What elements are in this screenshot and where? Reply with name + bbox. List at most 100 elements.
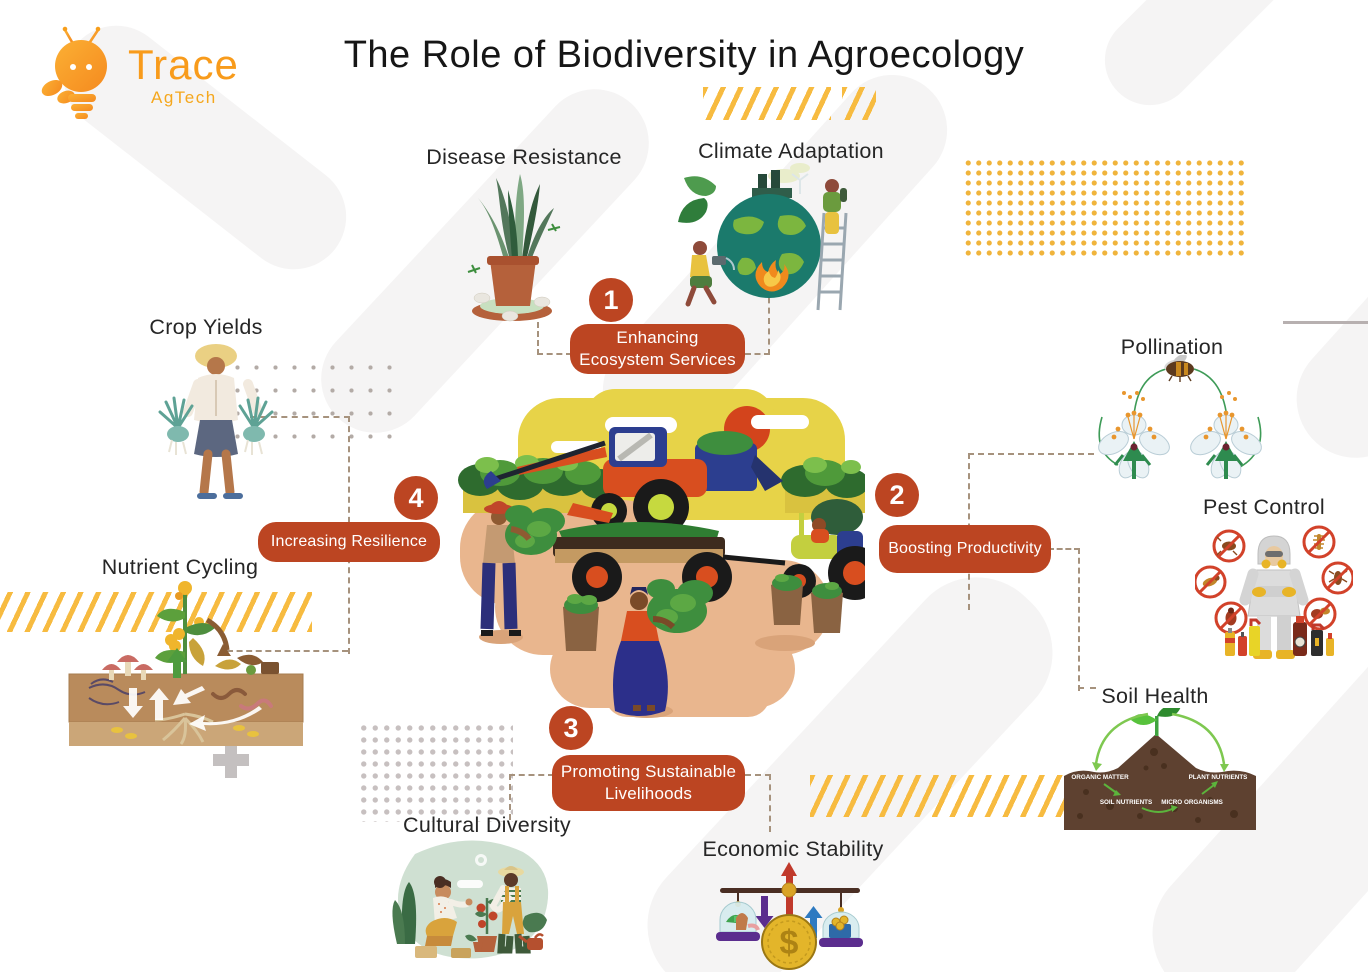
bee-icon — [41, 26, 107, 119]
climate-adaptation-illustration — [678, 163, 848, 311]
soil-health-illustration: ORGANIC MATTER PLANT NUTRIENTS SOIL NUTR… — [1064, 708, 1256, 830]
mycelium — [88, 678, 146, 706]
snake-plant-leaves — [478, 174, 554, 263]
decor-dot-grid — [963, 158, 1249, 256]
nutrient-cycling-illustration — [68, 581, 304, 746]
right-scale-pan — [819, 893, 863, 947]
down-arrow-purple — [755, 896, 774, 928]
worker-left — [479, 501, 565, 644]
soil-cycle-label: PLANT NUTRIENTS — [1189, 774, 1248, 781]
label-crop-yields: Crop Yields — [149, 315, 263, 339]
decor-slashes — [842, 87, 876, 120]
connector-economic — [745, 774, 771, 832]
mushroom-icon — [102, 655, 153, 680]
decor-band — [1272, 105, 1368, 483]
flame-icon — [755, 260, 789, 292]
pillar-3-number: 3 — [549, 706, 593, 750]
pillar-1-number: 1 — [589, 278, 633, 322]
logo-subtitle: AgTech — [151, 88, 217, 107]
label-pollination: Pollination — [1120, 335, 1224, 359]
cycle-arrows — [123, 686, 262, 731]
connector-soil — [1078, 687, 1096, 691]
worms — [211, 688, 273, 711]
twigs — [467, 223, 561, 274]
bush-icon — [522, 912, 547, 933]
watering-can-icon — [518, 933, 544, 950]
pest-control-illustration — [1195, 525, 1353, 659]
soil-cycle-label: SOIL NUTRIENTS — [1100, 799, 1152, 806]
page-title: The Role of Biodiversity in Agroecology — [343, 34, 1025, 76]
straw-hat-icon — [195, 344, 237, 368]
cycle-arrows — [1098, 368, 1262, 468]
bee-icon — [1164, 355, 1194, 382]
cycle-arrows — [1094, 712, 1226, 765]
dollar-sign: $ — [780, 924, 799, 962]
decor-band — [1086, 0, 1334, 124]
pillar-4-label: Increasing Resilience — [258, 522, 440, 562]
pest-larvae — [473, 292, 551, 322]
logo: Trace AgTech — [38, 26, 239, 120]
disease-resistance-illustration — [467, 174, 561, 322]
leaf-icon — [678, 198, 708, 223]
pillar-4-number: 4 — [394, 476, 438, 520]
pesticide-bottles — [1225, 616, 1334, 656]
label-economic-stability: Economic Stability — [702, 837, 884, 861]
inner-arrows — [1103, 781, 1218, 813]
harvester-icon — [483, 427, 783, 535]
cultural-diversity-illustration — [392, 840, 549, 959]
connector-disease — [537, 322, 572, 355]
decor-dot-grid — [358, 722, 513, 822]
cloud-icon — [751, 415, 809, 429]
label-soil-health: Soil Health — [1101, 684, 1209, 708]
person-on-ladder — [823, 179, 847, 234]
label-nutrient-cycling: Nutrient Cycling — [101, 555, 259, 579]
roots — [154, 712, 214, 745]
pillar-2-label: Boosting Productivity — [879, 525, 1051, 573]
decor-slashes — [0, 592, 312, 632]
decor-slashes — [810, 775, 1065, 817]
fern-icon — [392, 882, 417, 944]
connector-soil — [1048, 548, 1080, 691]
sacks — [563, 574, 843, 651]
connector-climate — [745, 287, 770, 355]
up-arrow-red — [781, 862, 797, 876]
logo-brand: Trace — [128, 41, 239, 88]
pollination-illustration — [1098, 355, 1262, 479]
label-disease-resistance: Disease Resistance — [426, 145, 622, 169]
kneeling-gardener — [425, 876, 473, 946]
flower-right — [1190, 391, 1262, 479]
soil-cycle-label: ORGANIC MATTER — [1071, 774, 1129, 781]
sprout-icon — [1131, 708, 1181, 736]
standing-gardener — [489, 866, 531, 954]
crop-yields-illustration — [158, 344, 274, 499]
decor-line — [1283, 321, 1368, 324]
nutrient-bits — [111, 725, 259, 739]
decor-slashes — [703, 87, 831, 120]
person-watering — [685, 241, 735, 307]
label-climate-adaptation: Climate Adaptation — [698, 139, 884, 163]
tomato-plant — [475, 898, 499, 952]
decay-arrow — [205, 617, 230, 651]
connector-crop-nutrient — [227, 650, 348, 654]
hazmat-person — [1239, 535, 1309, 659]
central-farm-illustration — [458, 389, 865, 718]
up-arrow-blue — [804, 906, 823, 938]
label-pest-control: Pest Control — [1203, 495, 1325, 519]
connector-cultural — [509, 774, 554, 820]
worker-center — [613, 579, 713, 718]
uptake-arrow — [167, 648, 187, 678]
label-cultural-diversity: Cultural Diversity — [403, 813, 571, 837]
litter — [215, 654, 279, 675]
leaf-icon — [684, 176, 716, 196]
ladder-icon — [816, 212, 848, 311]
economic-stability-illustration: $ — [716, 862, 863, 970]
no-pest-icons — [1195, 525, 1353, 635]
rice-seedlings — [158, 396, 274, 455]
wind-turbine-icon — [791, 173, 809, 194]
left-scale-pan — [716, 893, 760, 941]
soil-cycle-label: MICRO ORGANISMS — [1161, 799, 1223, 806]
pillar-2-number: 2 — [875, 473, 919, 517]
